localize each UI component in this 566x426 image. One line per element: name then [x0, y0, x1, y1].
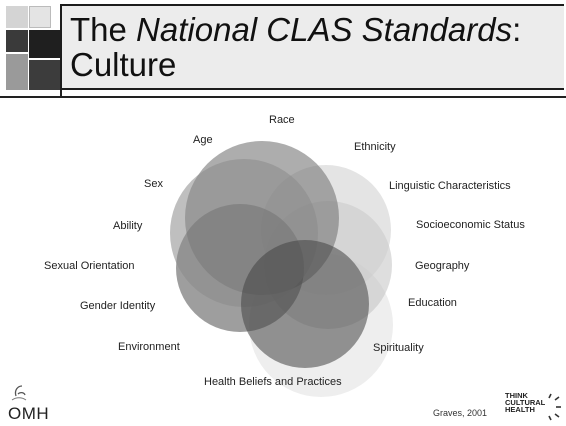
title-block: The National CLAS Standards: Culture: [60, 4, 564, 90]
slide-title: The National CLAS Standards: Culture: [70, 12, 550, 82]
tch-logo-text: THINK CULTURAL HEALTH: [505, 391, 546, 414]
label-health-beliefs: Health Beliefs and Practices: [204, 376, 342, 388]
label-geography: Geography: [415, 260, 470, 272]
decorative-square: [6, 6, 28, 28]
header-divider-stub: [60, 90, 62, 98]
omh-logo-text: OMH: [8, 404, 50, 423]
label-sexual-orientation: Sexual Orientation: [44, 260, 135, 272]
slide-header: The National CLAS Standards: Culture: [0, 0, 566, 98]
label-linguistic: Linguistic Characteristics: [389, 180, 511, 192]
header-divider: [0, 96, 566, 98]
decorative-square: [6, 30, 28, 52]
title-emphasis: National CLAS Standards: [136, 11, 513, 48]
citation: Graves, 2001: [433, 408, 488, 418]
decorative-square: [29, 6, 51, 28]
label-age: Age: [193, 134, 213, 146]
label-ethnicity: Ethnicity: [354, 141, 396, 153]
tch-logo-rays: [548, 393, 561, 421]
label-ability: Ability: [113, 220, 143, 232]
label-sex: Sex: [144, 178, 163, 190]
omh-logo: OMH: [2, 382, 62, 426]
slide-footer: OMH Graves, 2001 THINK CULTURAL HEALTH: [0, 380, 566, 426]
think-cultural-health-logo: THINK CULTURAL HEALTH: [505, 392, 561, 424]
title-suffix: :: [512, 11, 522, 48]
omh-logo-mark: [11, 385, 27, 401]
title-line2: Culture: [70, 46, 177, 83]
label-education: Education: [408, 297, 457, 309]
decorative-square: [29, 30, 60, 58]
culture-venn-diagram: Race Age Ethnicity Sex Linguistic Charac…: [0, 98, 566, 398]
label-socioeconomic: Socioeconomic Status: [416, 219, 525, 231]
title-prefix: The: [70, 11, 137, 48]
label-environment: Environment: [118, 341, 180, 353]
label-gender-identity: Gender Identity: [80, 300, 156, 312]
label-race: Race: [269, 114, 295, 126]
label-spirituality: Spirituality: [373, 342, 424, 354]
venn-circles: [170, 141, 393, 397]
venn-circle: [241, 240, 369, 368]
decorative-square: [29, 60, 60, 90]
decorative-square: [6, 54, 28, 90]
